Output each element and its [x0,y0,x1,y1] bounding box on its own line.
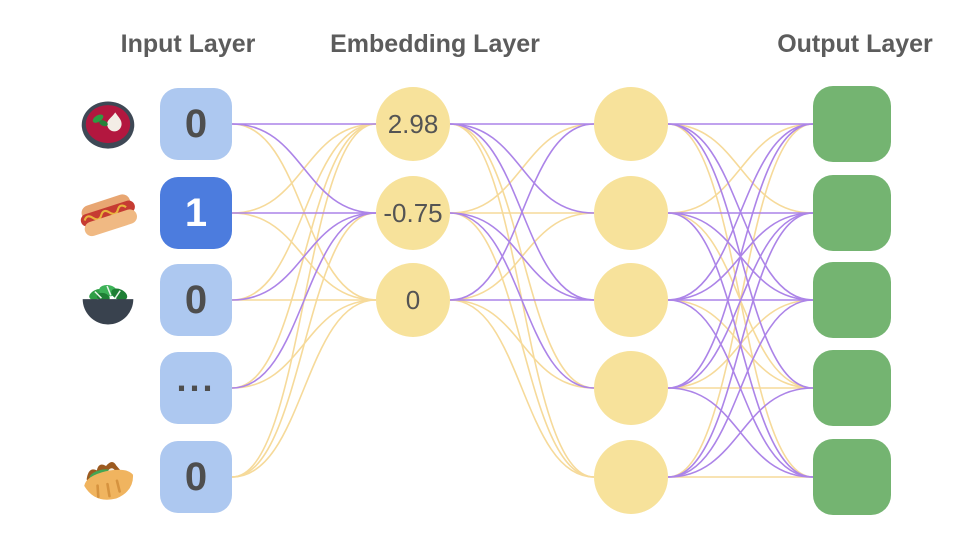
edge-yellow [449,299,595,478]
embedding-node: 2.98 [376,87,450,161]
edge-purple [667,123,814,389]
input-node: 0 [160,441,232,513]
edge-yellow [231,299,377,478]
edge-purple [667,212,814,478]
edge-purple [667,299,814,478]
input-layer-title: Input Layer [120,30,256,58]
edge-purple [231,212,377,301]
input-node: 1 [160,177,232,249]
hidden-node [594,440,668,514]
edge-yellow [231,212,377,478]
embedding-node-value: 0 [405,284,421,315]
edge-purple [449,123,595,301]
output-node [813,175,891,251]
edge-purple [667,123,814,301]
pita-icon [76,446,140,510]
hidden-node [594,263,668,337]
input-node-value: 0 [184,101,208,146]
input-node-value: 1 [184,190,208,235]
output-node [813,439,891,515]
output-layer-title: Output Layer [777,30,933,58]
soup-icon [76,93,140,157]
edge-yellow [231,123,377,301]
edge-purple [667,387,814,478]
input-node: ... [160,352,232,424]
hidden-node [594,176,668,250]
hidden-node [594,351,668,425]
output-node [813,350,891,426]
input-node-value: 0 [184,454,208,499]
embedding-node-value: -0.75 [383,197,443,228]
output-node [813,262,891,338]
edge-purple [231,212,377,389]
edge-purple [449,123,595,214]
salad-icon [76,269,140,333]
input-node: 0 [160,264,232,336]
edge-yellow [667,123,814,214]
input-node-value: ... [176,358,216,399]
hotdog-icon [76,182,140,246]
input-node-value: 0 [184,277,208,322]
embedding-node-value: 2.98 [387,108,439,139]
embedding-layer-title: Embedding Layer [330,30,540,58]
edge-purple [231,123,377,214]
embedding-node: -0.75 [376,176,450,250]
edge-yellow [449,299,595,389]
input-node: 0 [160,88,232,160]
hidden-node [594,87,668,161]
edge-purple [667,212,814,389]
edge-purple [449,212,595,301]
embedding-node: 0 [376,263,450,337]
output-node [813,86,891,162]
